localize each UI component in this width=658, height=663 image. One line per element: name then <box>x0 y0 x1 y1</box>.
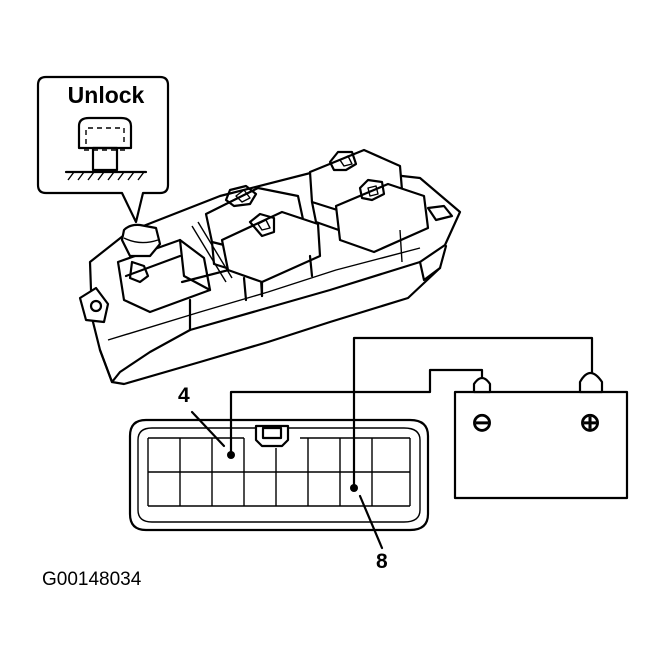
lock-knob-symbol <box>64 116 148 181</box>
unlock-callout: Unlock <box>36 75 170 224</box>
battery: ⊖ ⊕ <box>453 371 629 500</box>
jumper-wires <box>229 336 594 490</box>
pin-8-leader <box>358 494 384 550</box>
master-switch-assembly <box>78 148 462 386</box>
battery-positive-post <box>578 371 604 394</box>
battery-negative-post <box>472 376 492 394</box>
battery-negative-symbol: ⊖ <box>471 407 493 437</box>
callout-title: Unlock <box>68 82 145 108</box>
battery-positive-symbol: ⊕ <box>579 407 601 437</box>
pin-4-label: 4 <box>178 384 190 407</box>
switch-connector <box>128 418 430 532</box>
pin-4-leader <box>190 410 226 448</box>
figure-id: G00148034 <box>42 569 142 590</box>
pin-8-label: 8 <box>376 550 388 573</box>
